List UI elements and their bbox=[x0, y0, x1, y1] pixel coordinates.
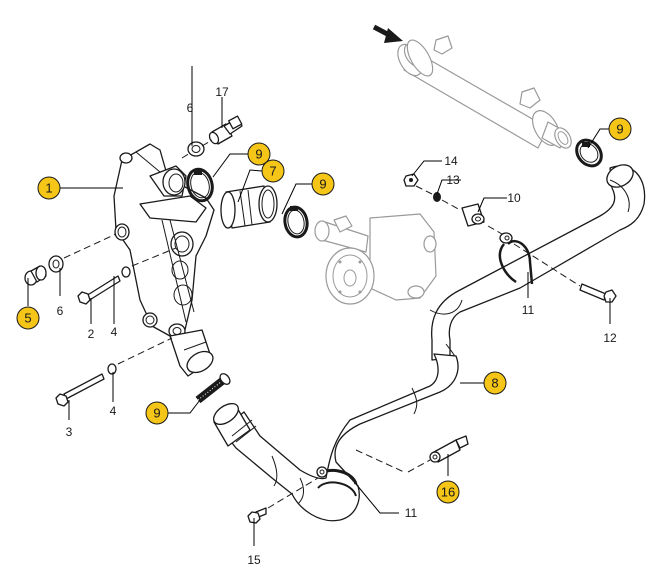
sealing-washer-top bbox=[187, 141, 205, 157]
label-6b: 6 bbox=[57, 304, 64, 318]
callout-9-cooler[interactable]: 9 bbox=[608, 117, 632, 141]
label-10: 10 bbox=[507, 191, 521, 205]
bolt-12 bbox=[579, 283, 617, 303]
callout-label: 16 bbox=[441, 485, 455, 500]
callout-label: 9 bbox=[153, 406, 160, 421]
adapter-fitting bbox=[208, 115, 243, 145]
direction-arrow-icon bbox=[372, 24, 403, 43]
label-13: 13 bbox=[446, 173, 460, 187]
callout-label: 9 bbox=[255, 147, 262, 162]
label-17: 17 bbox=[215, 85, 229, 99]
hose-clamp bbox=[195, 373, 231, 404]
thermostat-housing bbox=[113, 143, 215, 377]
callout-label: 9 bbox=[319, 177, 326, 192]
callout-5[interactable]: 5 bbox=[16, 306, 40, 330]
label-14: 14 bbox=[444, 154, 458, 168]
bolt-3 bbox=[55, 373, 105, 407]
label-15: 15 bbox=[247, 553, 261, 567]
spacer-stud bbox=[429, 435, 469, 463]
callout-9-pump[interactable]: 9 bbox=[311, 172, 335, 196]
callout-9-lower[interactable]: 9 bbox=[145, 401, 169, 425]
spacer bbox=[461, 203, 485, 227]
label-4a: 4 bbox=[111, 325, 118, 339]
label-11b: 11 bbox=[405, 506, 418, 520]
callout-label: 8 bbox=[491, 376, 498, 391]
bolt-2 bbox=[77, 275, 121, 305]
label-11a: 11 bbox=[522, 303, 535, 317]
bolt-15 bbox=[247, 507, 267, 524]
label-2: 2 bbox=[88, 327, 95, 341]
callout-1[interactable]: 1 bbox=[37, 176, 61, 200]
label-6a: 6 bbox=[187, 101, 194, 115]
water-pump bbox=[314, 213, 437, 305]
washer-13 bbox=[433, 192, 441, 202]
sealing-washer-left bbox=[48, 255, 64, 273]
callout-label: 9 bbox=[616, 122, 623, 137]
label-4b: 4 bbox=[110, 404, 117, 418]
callout-label: 1 bbox=[45, 181, 52, 196]
hose-sleeve bbox=[220, 185, 278, 229]
callout-16[interactable]: 16 bbox=[436, 480, 460, 504]
coolant-hose bbox=[429, 164, 646, 365]
nut bbox=[403, 173, 419, 187]
label-12: 12 bbox=[603, 331, 617, 345]
callout-label: 5 bbox=[24, 311, 31, 326]
coolant-hose-lower bbox=[212, 353, 459, 522]
washer-4-lower bbox=[107, 363, 117, 375]
washer-4-upper bbox=[121, 266, 131, 278]
callout-label: 7 bbox=[269, 164, 276, 179]
callout-7[interactable]: 7 bbox=[261, 159, 285, 183]
label-3: 3 bbox=[66, 425, 73, 439]
p-clip-upper bbox=[498, 232, 534, 285]
hose-clamp bbox=[283, 205, 309, 239]
oil-cooler bbox=[397, 35, 572, 149]
callout-9-housing[interactable]: 9 bbox=[247, 142, 271, 166]
hose-clamp bbox=[575, 138, 603, 168]
hose-clamp bbox=[186, 167, 214, 203]
p-clip-lower bbox=[316, 466, 358, 497]
leader-lines bbox=[27, 66, 611, 546]
callout-8[interactable]: 8 bbox=[483, 371, 507, 395]
